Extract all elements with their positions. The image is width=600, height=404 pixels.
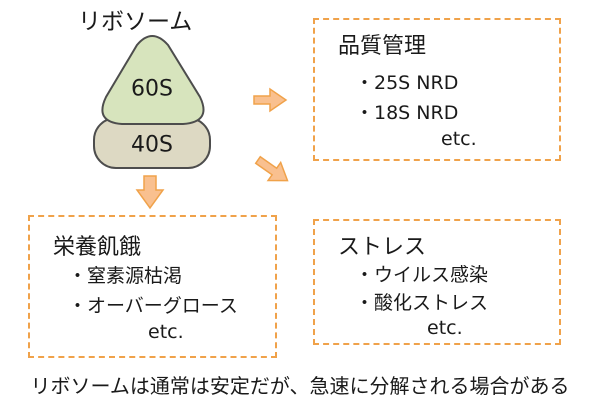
quality-control-item: ・25S NRD	[355, 72, 459, 94]
starvation-etc: etc.	[148, 321, 184, 343]
caption: リボソームは通常は安定だが、急速に分解される場合がある	[30, 374, 570, 398]
quality-control-etc: etc.	[441, 128, 477, 150]
starvation-item: ・窒素源枯渇	[68, 265, 183, 287]
quality-control-item: ・18S NRD	[355, 102, 459, 124]
starvation-title: 栄養飢餓	[53, 235, 142, 260]
arrow-to-starvation	[135, 175, 165, 210]
quality-control-title: 品質管理	[338, 34, 427, 59]
stress-title: ストレス	[338, 235, 427, 260]
quality-control-box: 品質管理 ・25S NRD ・18S NRD etc.	[313, 18, 561, 161]
starvation-item: ・オーバーグロース	[68, 295, 238, 317]
ribosome-title: リボソーム	[78, 9, 193, 35]
stress-item: ・ウイルス感染	[355, 264, 489, 286]
stress-etc: etc.	[427, 317, 463, 339]
large-subunit-label: 60S	[131, 76, 173, 102]
small-subunit-label: 40S	[131, 132, 173, 158]
large-subunit-shape	[101, 35, 205, 125]
arrow-to-stress	[254, 155, 289, 182]
arrow-to-quality-control	[253, 87, 288, 113]
stress-box: ストレス ・ウイルス感染 ・酸化ストレス etc.	[313, 219, 561, 345]
stress-item: ・酸化ストレス	[355, 292, 489, 314]
starvation-box: 栄養飢餓 ・窒素源枯渇 ・オーバーグロース etc.	[28, 215, 277, 358]
